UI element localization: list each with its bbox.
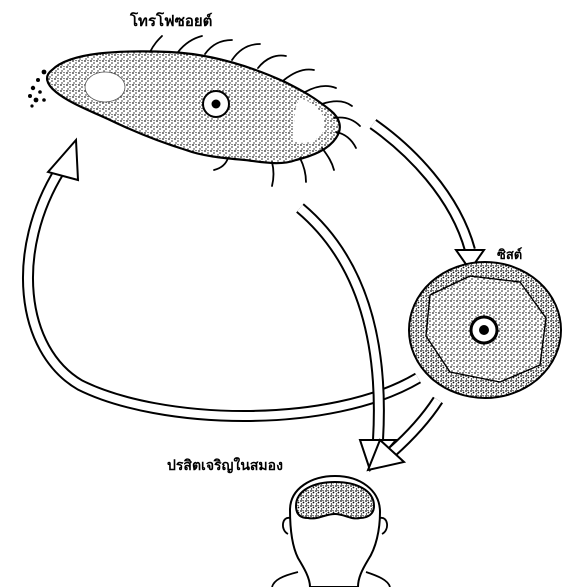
brain: [296, 482, 374, 518]
cyst: [409, 262, 561, 398]
trophozoite-label: โทรโฟซอยต์: [130, 14, 212, 29]
arrow-trophozoite-to-brain: [300, 208, 396, 470]
arrow-to-cyst: [373, 124, 484, 270]
brain-infection-label: ปรสิตเจริญในสมอง: [167, 459, 283, 473]
cyst-label: ซิสต์: [497, 249, 522, 262]
